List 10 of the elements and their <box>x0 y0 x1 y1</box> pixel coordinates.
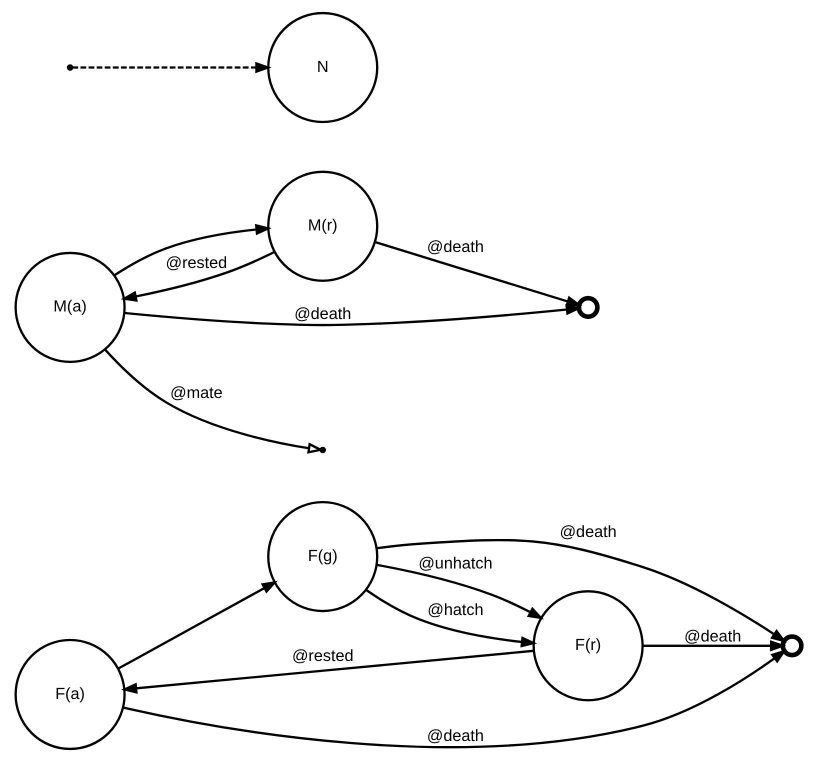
edge-label: @death <box>426 727 484 746</box>
edge-label: @hatch <box>426 600 484 619</box>
edge-label: @death <box>294 305 351 324</box>
edge-label: @unhatch <box>418 554 492 572</box>
edge-label: @rested <box>165 254 227 272</box>
edge-label: @death <box>684 627 741 646</box>
edge-label: @death <box>559 523 616 542</box>
edge-label: @rested <box>291 647 354 666</box>
edge-label: @mate <box>170 384 222 402</box>
edge-label: @death <box>426 238 484 256</box>
